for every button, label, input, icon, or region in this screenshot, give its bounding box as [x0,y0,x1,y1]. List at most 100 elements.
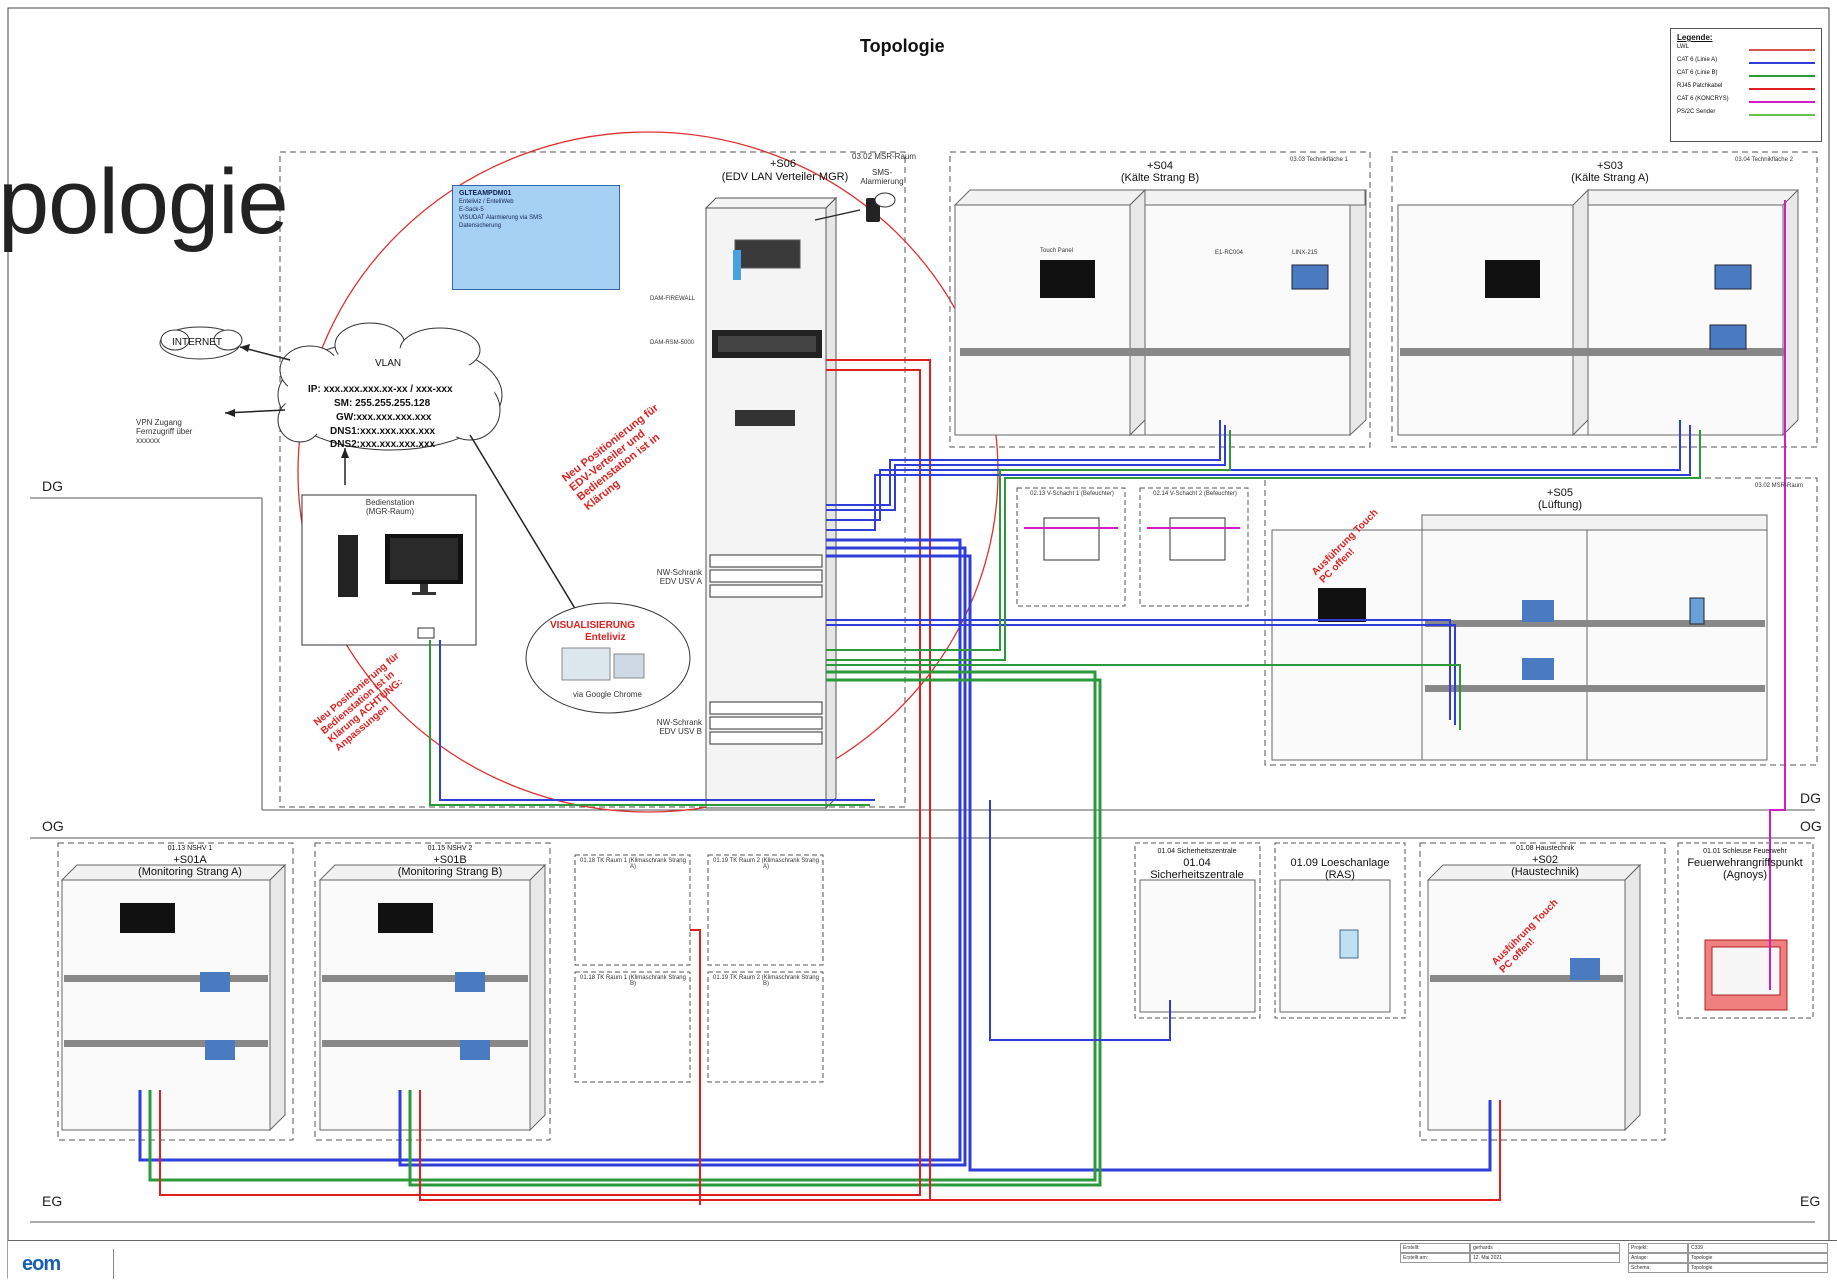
legend-entry: CAT 6 (KONCRYS) [1677,94,1815,107]
sicherheitszentrale-room: 01.04 Sicherheitszentrale [1157,848,1237,855]
server-name: GLTEAMPDM01 [459,190,512,197]
io-module-label: E1-RC004 [1215,250,1244,256]
legend: Legende: LWL CAT 6 (Linie A) CAT 6 (Lini… [1670,28,1822,142]
cabinet-s01b [314,842,551,1141]
tb-value: Topologie [1688,1253,1828,1263]
vlan-dns1: DNS1:xxx.xxx.xxx.xxx [330,426,436,437]
floor-label-eg-right: EG [1800,1193,1821,1209]
floor-label-dg: DG [42,478,63,494]
patch-panel-a [709,554,823,598]
s04-room: 03.03 Technikfläche 1 [1290,157,1348,163]
cabinet-s02 [1419,842,1666,1141]
vlan-title: VLAN [375,358,402,369]
s03-id: +S03 [1597,160,1623,172]
tb-key: Schema: [1628,1263,1688,1273]
tk-room-title: 01.18 TK Raum 1 (Klimaschrank Strang B) [580,975,686,987]
feuerwehr-title: Feuerwehrangriffspunkt [1687,857,1803,869]
visualisierung-subtitle: Enteliviz [585,632,626,643]
s01a-id: +S01A [173,854,207,866]
vlan-dns2: DNS2:xxx.xxx.xxx.xxx [330,439,436,450]
logo-text: eom [22,1253,61,1275]
s01b-id: +S01B [433,854,467,866]
s01a-room: 01.13 NSHV 1 [167,845,213,852]
legend-entry: LWL [1677,42,1815,55]
title-block-footer: eom Erstellt: gerhards Erstellt am: 12. … [8,1240,1837,1286]
vlan-cloud [277,322,503,451]
rack-room: 03.02 MSR-Raum [852,152,917,161]
v-schacht-1-title: 02.13 V-Schacht 1 (Befeuchter) [1030,491,1114,497]
cabinet-s05 [1264,477,1818,766]
tb-value: gerhards [1470,1243,1620,1253]
sicherheitszentrale-name: Sicherheitszentrale [1150,869,1244,881]
floor-label-dg-right: DG [1800,790,1821,806]
touch-panel-label: Touch Panel [1040,248,1074,254]
feuerwehr-sub: (Agnoys) [1722,869,1768,881]
legend-entry: RJ45 Patchkabel [1677,81,1815,94]
tk-room-title: 01.19 TK Raum 2 (Klimaschrank Strang A) [713,858,819,870]
cabinet-s03 [1391,151,1818,448]
page-title: Topologie [860,36,945,56]
cabinet-s04 [949,151,1371,448]
v-schacht-2-title: 02.14 V-Schacht 2 (Befeuchter) [1153,491,1237,497]
patch-panel-b [709,701,823,745]
s05-id: +S05 [1547,487,1573,499]
legend-entry: PS/2C Sender [1677,107,1815,120]
s02-room: 01.08 Haustechnik [1516,845,1574,852]
usv-a-label: NW-Schrank EDV USV A [656,568,702,586]
server-note-line: VISUDAT Alarmierung via SMS [459,215,543,221]
company-logo: eom [18,1249,114,1279]
loeschanlage-title: 01.09 Loeschanlage [1290,857,1390,869]
server-note-line: E-Sack-5 [459,207,484,213]
vlan-sm: SM: 255.255.255.128 [334,398,431,409]
vlan-gw: GW:xxx.xxx.xxx.xxx [336,412,432,423]
tb-value: C339 [1688,1243,1828,1253]
tk-room-title: 01.18 TK Raum 1 (Klimaschrank Strang A) [580,858,686,870]
s05-name: (Lüftung) [1537,499,1583,511]
tk-room-title: 01.19 TK Raum 2 (Klimaschrank Strang B) [713,975,819,987]
internet-label: INTERNET [172,337,222,348]
tb-value: 12. Mai 2021 [1470,1253,1620,1263]
loeschanlage-sub: (RAS) [1325,869,1355,881]
tb-key: Erstellt am: [1400,1253,1470,1263]
feuerwehr-room: 01.01 Schleuse Feuerwehr [1703,848,1787,855]
s04-id: +S04 [1147,160,1173,172]
controller-label: LINX-215 [1292,250,1318,256]
legend-entry: CAT 6 (Linie B) [1677,68,1815,81]
server-note-line: Enteliviz / EnteliWeb [459,199,514,205]
rack-id: +S06 [770,158,796,170]
s03-room: 03.04 Technikfläche 2 [1735,157,1793,163]
s04-name: (Kälte Strang B) [1120,172,1200,184]
cable-bundles [138,200,1786,1205]
usv-b-label: NW-Schrank EDV USV B [656,718,702,736]
server-note: GLTEAMPDM01 Enteliviz / EnteliWeb E-Sack… [452,185,620,290]
tb-key: Erstellt: [1400,1243,1470,1253]
legend-entry: CAT 6 (Linie A) [1677,55,1815,68]
s05-room: 03.02 MSR-Raum [1755,483,1804,489]
server-note-line: Datensicherung [459,223,502,229]
s01b-room: 01.15 NSHV 2 [427,845,473,852]
s02-id: +S02 [1532,854,1558,866]
s01b-name: (Monitoring Strang B) [397,866,503,878]
s01a-name: (Monitoring Strang A) [138,866,242,878]
sicherheitszentrale-id: 01.04 [1183,857,1211,869]
tb-value: Topologie [1688,1263,1828,1273]
cabinet-s01a [57,842,294,1141]
sms-label: SMS-Alarmierung [860,168,904,186]
floor-label-eg: EG [42,1193,63,1209]
floor-label-og-right: OG [1800,818,1822,834]
s03-name: (Kälte Strang A) [1571,172,1649,184]
floor-label-og: OG [42,818,64,834]
visualisierung-caption: via Google Chrome [573,690,642,699]
visualisierung-title: VISUALISIERUNG [550,620,636,631]
rack-unit-label: DAM-RSM-5000 [650,340,695,346]
tb-key: Anlage: [1628,1253,1688,1263]
vpn-label: VPN Zugang Fernzugriff über xxxxxx [136,418,193,445]
legend-heading: Legende: [1677,33,1713,42]
rack-name: (EDV LAN Verteiler MGR) [721,171,849,183]
s02-name: (Haustechnik) [1511,866,1579,878]
overlay-title: pologie [0,151,289,253]
internet-cloud [159,326,243,360]
bedienstation-title: Bedienstation (MGR-Raum) [365,498,415,516]
firewall-label: DAM-FIREWALL [650,296,696,302]
